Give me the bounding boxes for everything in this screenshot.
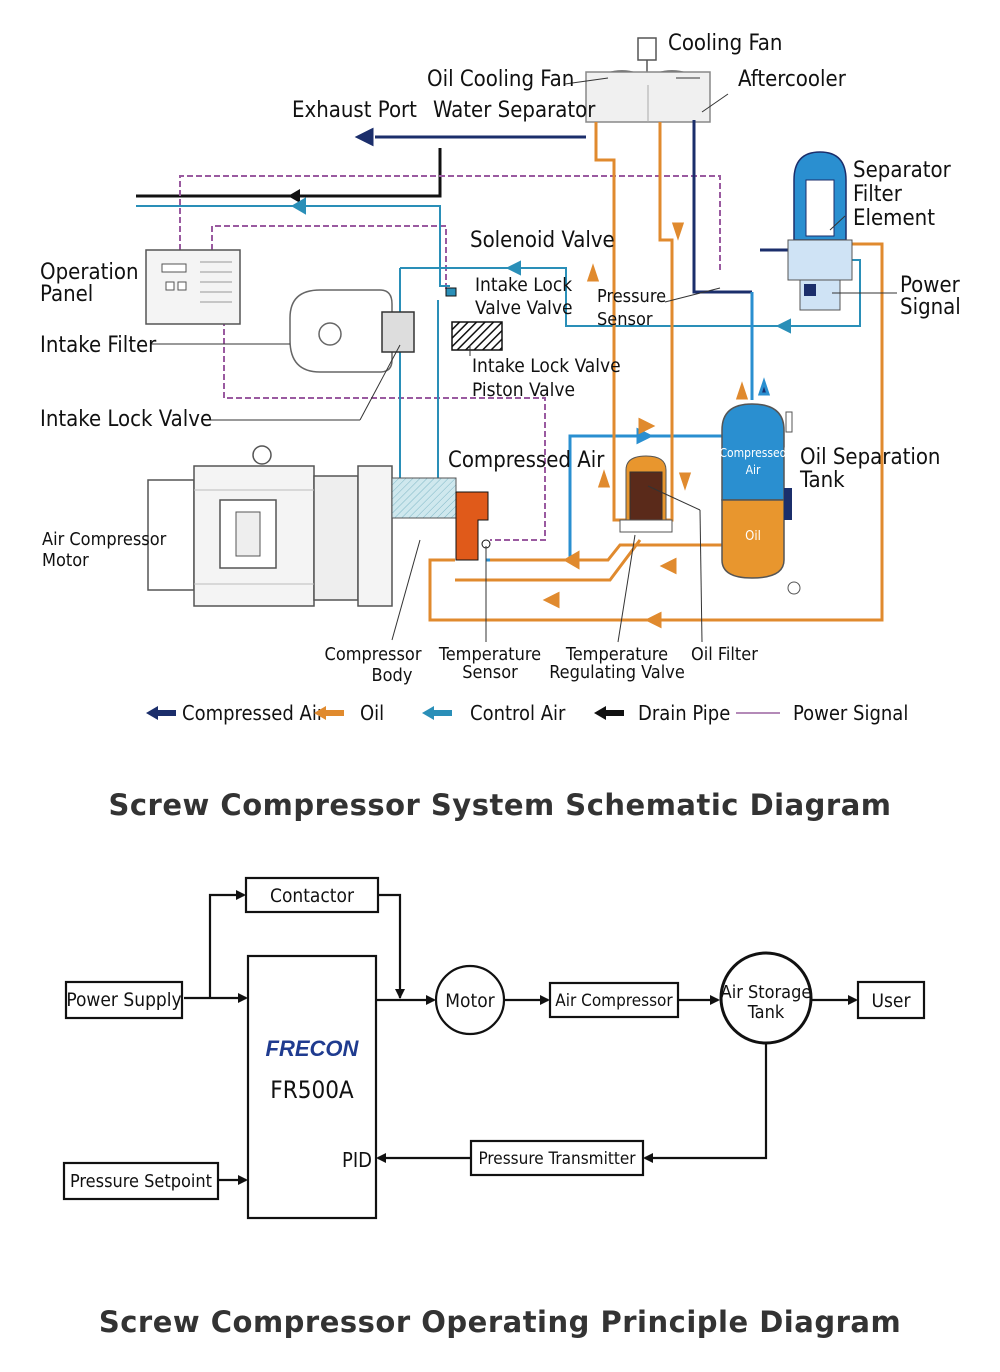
air-storage-tank-circle (719, 951, 813, 1045)
control-air-arrow-icon (422, 706, 452, 720)
vfd-box (246, 954, 378, 1220)
oil-filter (619, 455, 673, 533)
power-signal-label-2: Signal (900, 295, 961, 320)
drain-pipe-lines (136, 148, 442, 203)
pressure-sensor-label-1: Pressure (597, 286, 666, 307)
legend-item-compressed-air: Compressed Air (146, 701, 325, 725)
tank-compressed-air-label-1: Compressed (719, 446, 786, 460)
cooling-fan-label: Cooling Fan (668, 31, 782, 56)
legend-item-control-air: Control Air (422, 701, 566, 725)
user-box (856, 980, 926, 1020)
exhaust-port-label: Exhaust Port (292, 98, 417, 123)
power-supply-box (64, 980, 184, 1020)
oil-separation-tank (721, 403, 801, 595)
intake-filter-label: Intake Filter (40, 333, 157, 358)
contactor-box (244, 876, 380, 914)
oil-separation-tank-label-1: Oil Separation (800, 445, 940, 470)
separator-filter (787, 151, 853, 311)
pressure-sensor-label-2: Sensor (597, 309, 653, 330)
air-compressor-box (548, 981, 680, 1019)
power-signal-label-1: Power (900, 273, 961, 298)
cooler-unit (585, 37, 711, 123)
oil-arrow-icon (314, 706, 344, 720)
air-compressor-label: Air Compressor (555, 991, 673, 1011)
compressor-body-label-2: Body (372, 665, 413, 686)
motor-circle (434, 964, 506, 1036)
operation-panel (145, 249, 241, 325)
air-storage-tank-label-2: Tank (747, 1002, 785, 1023)
water-separator-label: Water Separator (433, 98, 596, 123)
tank-compressed-air-label-2: Air (746, 463, 761, 477)
aftercooler-label: Aftercooler (738, 67, 847, 92)
legend-item-oil: Oil (314, 701, 384, 725)
solenoid-valve-label: Solenoid Valve (470, 228, 615, 253)
tank-oil-label: Oil (745, 529, 761, 544)
motor-label: Motor (445, 990, 495, 1012)
separator-filter-label-2: Filter (853, 182, 903, 207)
user-label: User (872, 990, 912, 1012)
power-signal-lines (179, 175, 721, 541)
compressed-air-arrow-icon (146, 706, 176, 720)
oil-filter-label: Oil Filter (691, 644, 758, 665)
pressure-transmitter-label: Pressure Transmitter (478, 1149, 636, 1169)
compressor-body (391, 477, 491, 561)
legend-label: Control Air (470, 701, 566, 725)
intake-lock-valve-label: Intake Lock Valve (40, 407, 212, 432)
air-storage-tank-label-1: Air Storage (721, 982, 812, 1003)
temperature-sensor-label-1: Temperature (438, 644, 541, 665)
operation-panel-label-1: Operation (40, 260, 139, 285)
air-compressor-motor (147, 445, 393, 607)
intake-filter (289, 287, 503, 373)
oil-lines (428, 122, 884, 629)
contactor-label: Contactor (270, 885, 355, 907)
pressure-transmitter-box (469, 1139, 645, 1177)
intake-lock-valve-valve-label-1: Intake Lock (475, 274, 572, 296)
regulating-valve-label-1: Temperature (565, 644, 668, 665)
legend-label: Drain Pipe (638, 701, 730, 725)
regulating-valve-label-2: Regulating Valve (549, 662, 685, 683)
compressed-air-label: Compressed Air (448, 448, 605, 473)
legend-item-power-signal: Power Signal (736, 701, 908, 725)
power-supply-label: Power Supply (66, 989, 181, 1011)
oil-separation-tank-label-2: Tank (799, 468, 845, 493)
pressure-setpoint-label: Pressure Setpoint (70, 1171, 212, 1192)
motor-label-1: Air Compressor (42, 529, 167, 550)
principle-title: Screw Compressor Operating Principle Dia… (99, 1305, 901, 1339)
piston-valve-label-1: Intake Lock Valve (472, 355, 621, 377)
system-schematic: Cooling Fan Oil Cooling Fan Aftercooler … (40, 31, 961, 822)
legend-label: Oil (360, 701, 384, 725)
principle-diagram: Power Supply Contactor FRECON FR500A PID… (62, 876, 926, 1339)
legend-label: Power Signal (793, 701, 908, 725)
model-label: FR500A (270, 1076, 354, 1104)
legend-label: Compressed Air (182, 701, 325, 725)
operation-panel-label-2: Panel (40, 282, 93, 307)
intake-lock-valve-valve-label-2: Valve Valve (475, 297, 573, 319)
separator-filter-label-1: Separator (853, 158, 952, 183)
compressed-air-lines (354, 120, 788, 294)
legend: Compressed Air Oil Control Air Drain Pip… (146, 701, 908, 725)
frecon-logo: FRECON (266, 1036, 360, 1061)
piston-valve-label-2: Piston Valve (472, 379, 575, 401)
legend-item-drain-pipe: Drain Pipe (594, 701, 730, 725)
oil-cooling-fan-label: Oil Cooling Fan (427, 67, 574, 92)
motor-label-2: Motor (42, 550, 89, 571)
temperature-sensor-label-2: Sensor (462, 662, 518, 683)
compressor-body-label-1: Compressor (325, 644, 422, 665)
schematic-title: Screw Compressor System Schematic Diagra… (108, 788, 891, 822)
pressure-setpoint-box (62, 1161, 220, 1201)
leader-lines (152, 77, 897, 643)
separator-filter-label-3: Element (853, 206, 935, 231)
pid-label: PID (342, 1148, 372, 1172)
drain-pipe-arrow-icon (594, 706, 624, 720)
connectors (184, 890, 858, 1185)
